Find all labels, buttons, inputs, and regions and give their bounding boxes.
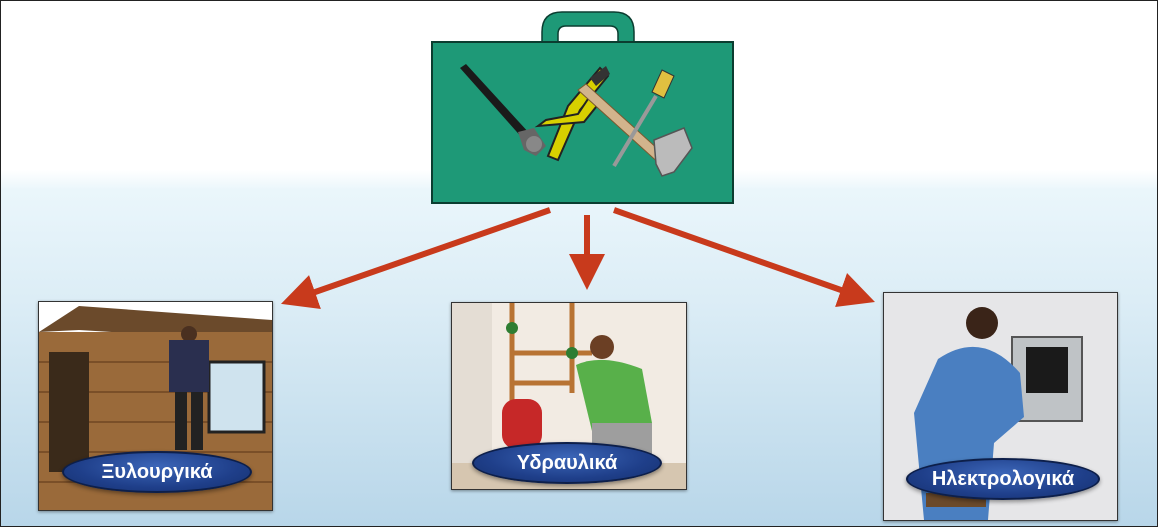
arrow-left [281,207,551,310]
label-electrical: Ηλεκτρολογικά [906,458,1100,500]
toolbox-icon [430,6,735,205]
wrench-icon [460,64,546,156]
screwdriver-icon [612,69,675,168]
label-plumbing: Υδραυλικά [472,442,662,484]
arrow-right [613,207,875,307]
hammer-icon [577,83,693,177]
label-carpentry: Ξυλουργικά [62,451,252,493]
